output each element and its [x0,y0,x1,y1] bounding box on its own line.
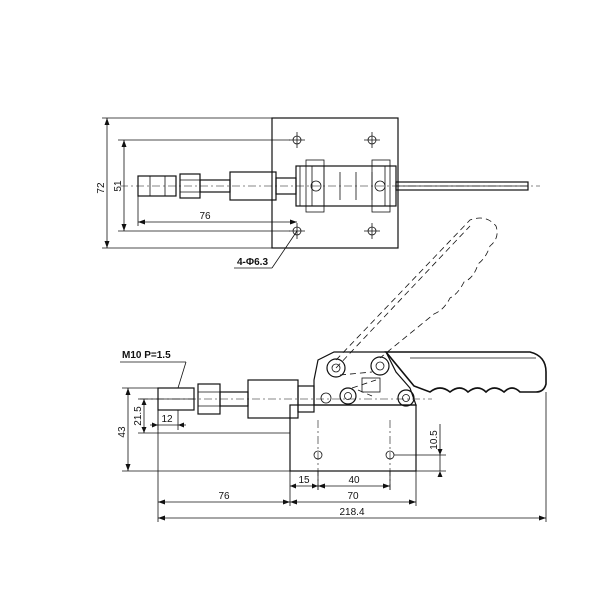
dim-43: 43 [117,387,290,472]
dim-12-label: 12 [161,414,173,425]
dim-218-4: 218.4 [158,507,546,521]
dim-76-bottom-label: 76 [218,491,230,502]
dim-15-label: 15 [298,475,310,486]
dim-76-top: 76 [137,196,297,226]
dim-bottom-extensions [157,392,547,522]
top-base-plate [271,117,399,249]
dim-51: 51 [113,139,290,232]
top-view: 72 51 76 4-Φ6.3 [96,117,540,269]
side-handle-closed [384,351,547,394]
dim-51-label: 51 [113,180,124,192]
dim-15: 15 [290,475,318,489]
dim-70-label: 70 [347,491,359,502]
side-holes [313,420,395,490]
dim-10-5: 10.5 [394,424,446,477]
dim-218-4-label: 218.4 [339,507,364,518]
side-view: M10 P=1.5 43 21.5 12 [117,217,547,522]
dim-70: 70 [290,491,416,505]
dim-72: 72 [96,117,272,249]
dim-76-bottom: 76 [158,491,290,505]
hole-callout: 4-Φ6.3 [234,230,298,269]
dim-21-5-label: 21.5 [133,406,144,426]
thread-callout-label: M10 P=1.5 [122,350,171,361]
dim-43-label: 43 [117,426,128,438]
dim-76-top-label: 76 [199,211,211,222]
thread-callout: M10 P=1.5 [120,350,187,389]
dim-40: 40 [318,475,390,489]
dim-12: 12 [150,410,186,430]
side-base-plate [289,404,417,472]
top-mounting-holes [289,132,380,239]
dim-10-5-label: 10.5 [429,430,440,450]
dim-40-label: 40 [348,475,360,486]
side-linkage [313,351,417,407]
side-handle-open [335,217,498,369]
dim-72-label: 72 [96,182,107,194]
hole-callout-label: 4-Φ6.3 [237,257,268,268]
dim-21-5: 21.5 [133,398,290,434]
